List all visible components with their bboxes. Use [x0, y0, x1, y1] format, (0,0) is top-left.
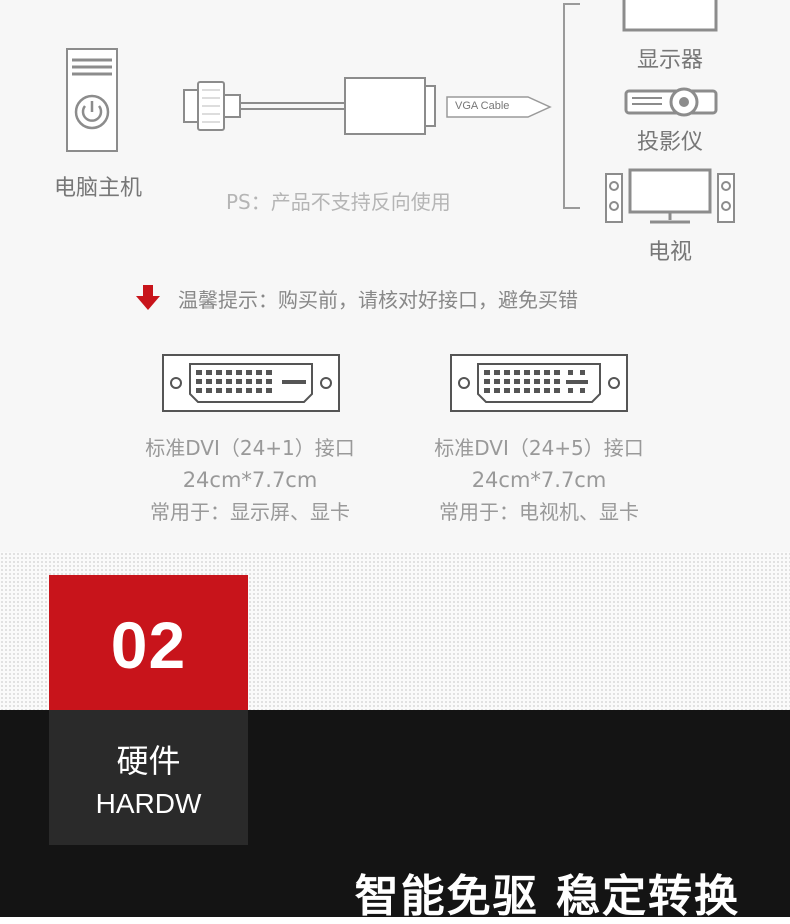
red-down-arrow-icon: [136, 285, 160, 310]
section-number: 02: [110, 608, 187, 682]
connector-size: 24cm*7.7cm: [182, 468, 318, 492]
connector-size: 24cm*7.7cm: [471, 468, 607, 492]
section-number-badge: 02: [49, 575, 248, 710]
projector-label: 投影仪: [636, 130, 703, 155]
tip-text: 温馨提示：购买前，请核对好接口，避免买错: [178, 288, 578, 312]
ps-note: PS：产品不支持反向使用: [226, 190, 451, 214]
vga-adapter-icon: [183, 77, 436, 135]
connector-usage: 常用于：电视机、显卡: [439, 500, 639, 524]
dvi-24-5-connector-icon: [450, 354, 628, 412]
connector-name: 标准DVI（24+1）接口: [145, 436, 355, 460]
section-title-cn: 硬件: [116, 742, 181, 780]
section-title-en: HARDW: [95, 788, 202, 819]
connector-usage: 常用于：显示屏、显卡: [150, 500, 350, 524]
source-device-label: 电脑主机: [53, 176, 142, 201]
computer-tower-icon: [66, 48, 118, 152]
target-bracket: [563, 3, 580, 209]
cable-tag-label: VGA Cable: [455, 100, 510, 112]
tv-icon: [605, 168, 735, 224]
projector-icon: [624, 87, 718, 117]
section-title-badge: 硬件 HARDW: [49, 710, 248, 845]
tv-label: 电视: [647, 240, 692, 265]
dvi-24-1-connector-icon: [162, 354, 340, 412]
connector-name: 标准DVI（24+5）接口: [434, 436, 644, 460]
section-slogan: 智能免驱 稳定转换: [354, 871, 740, 922]
monitor-icon: [622, 0, 718, 32]
output-arrow-icon: [446, 96, 552, 118]
monitor-label: 显示器: [636, 48, 703, 73]
